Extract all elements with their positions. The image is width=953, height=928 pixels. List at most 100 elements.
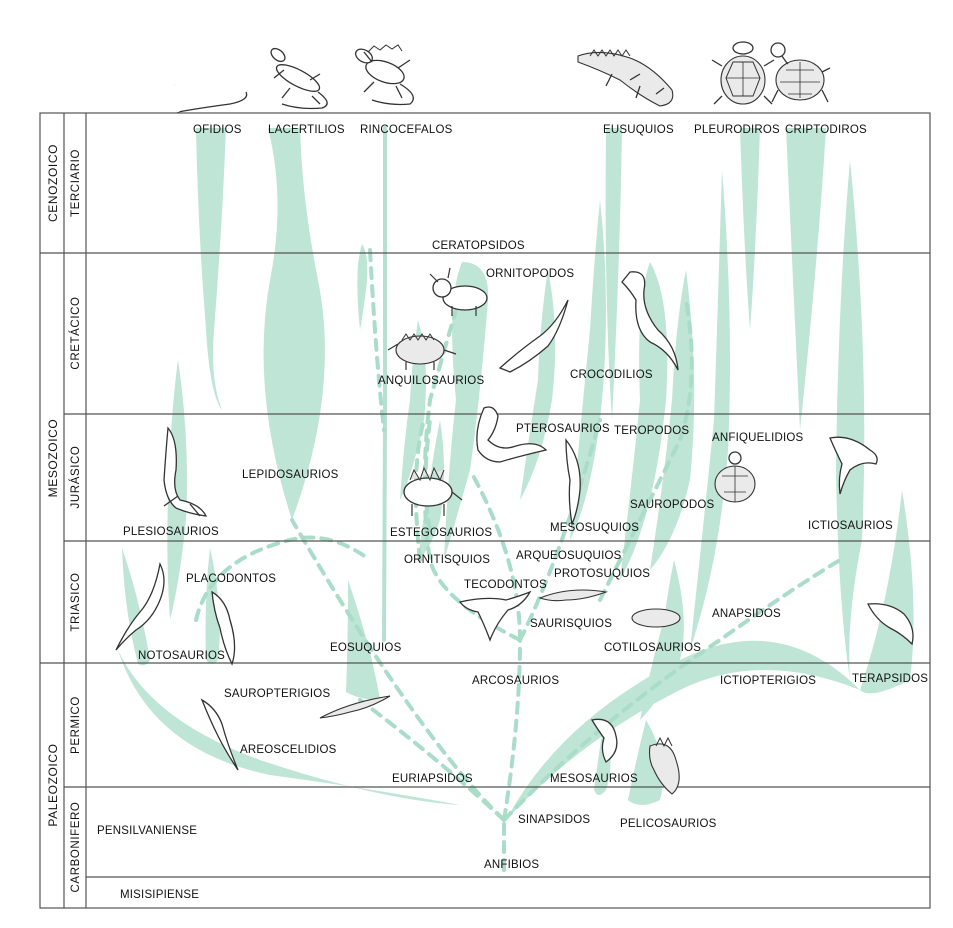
lineage-notosaurios xyxy=(122,548,150,666)
lineage-anfiquelidios xyxy=(690,170,730,650)
label-plesiosaurios: PLESIOSAURIOS xyxy=(123,526,219,538)
label-tecodontos: TECODONTOS xyxy=(464,579,547,591)
turtle-icon xyxy=(770,42,831,103)
label-pelicosaurios: PELICOSAURIOS xyxy=(620,818,717,830)
lineage-anquilosaurios xyxy=(400,320,426,500)
stegosaur-icon xyxy=(403,466,463,516)
eosuchian-icon xyxy=(319,695,391,719)
label-terapsidos: TERAPSIDOS xyxy=(852,673,928,685)
label-areoscelidios: AREOSCELIDIOS xyxy=(240,744,337,756)
label-eusuquios: EUSUQUIOS xyxy=(603,124,674,136)
dash-lepido xyxy=(290,518,506,822)
lineage-anapsidos xyxy=(506,640,860,820)
tuatara-icon xyxy=(354,44,414,106)
period-cretacico: CRETÁCICO xyxy=(69,296,82,369)
lineage-rincocefalos xyxy=(382,126,387,642)
dash-rinco xyxy=(368,248,386,432)
label-ictiosaurios: ICTIOSAURIOS xyxy=(808,520,893,532)
protosuquio-icon xyxy=(538,589,609,602)
label-notosaurios: NOTOSAURIOS xyxy=(138,650,225,662)
cotilosaur-icon xyxy=(631,608,681,628)
lineage-ornitisquios xyxy=(444,262,489,560)
side-necked-turtle-icon xyxy=(711,41,775,105)
ceratopsid-icon xyxy=(429,267,488,316)
subperiod-pensilvaniense: PENSILVANIENSE xyxy=(97,825,197,837)
ankylosaur-icon xyxy=(387,333,457,370)
fossil-illustrations xyxy=(115,267,914,795)
dash-saur xyxy=(598,298,694,602)
mesosaur-icon xyxy=(590,718,618,763)
label-sauropterigios: SAUROPTERIGIOS xyxy=(224,688,330,700)
label-euriapsidos: EURIAPSIDOS xyxy=(392,773,473,785)
lineage-eosuquios xyxy=(346,580,380,700)
label-rincocefalos: RINCOCEFALOS xyxy=(360,124,453,136)
period-permico: PERMICO xyxy=(70,696,82,754)
label-criptodiros: CRIPTODIROS xyxy=(785,124,867,136)
dash-croc xyxy=(518,418,602,642)
label-pterosaurios: PTEROSAURIOS xyxy=(516,423,610,435)
mesosuquio-icon xyxy=(565,438,581,527)
top-animal-illustrations xyxy=(171,41,831,113)
snake-icon xyxy=(171,53,248,113)
dash-eury xyxy=(194,535,372,622)
nothosaur-icon xyxy=(115,561,165,651)
lizard-icon xyxy=(270,47,328,110)
lineage-plesiosaurios xyxy=(167,360,187,620)
period-carbonifero: CARBONIFERO xyxy=(70,802,82,893)
label-teropodos: TEROPODOS xyxy=(614,425,689,437)
period-labels: TERCIARIO CRETÁCICO JURÁSICO TRIASICO PE… xyxy=(69,149,82,892)
label-cotilosaurios: COTILOSAURIOS xyxy=(604,642,701,654)
era-labels: CENOZOICO MESOZOICO PALEOZOICO xyxy=(46,144,60,827)
pterosaur-icon xyxy=(476,406,548,463)
label-arcosaurios: ARCOSAURIOS xyxy=(472,675,559,687)
label-lacertilios: LACERTILIOS xyxy=(268,124,345,136)
areoscelid-icon xyxy=(200,698,239,771)
lineage-eusuquios xyxy=(605,128,622,420)
lineage-pelicosaurios xyxy=(628,720,663,805)
label-saurisquios: SAURISQUIOS xyxy=(530,618,612,630)
label-mesosaurios: MESOSAURIOS xyxy=(550,773,638,785)
therapsid-icon xyxy=(866,603,914,646)
subperiod-labels: PENSILVANIENSE MISISIPIENSE xyxy=(97,825,199,901)
label-ofidios: OFIDIOS xyxy=(193,124,242,136)
lineage-rincocefalos-spindle xyxy=(357,244,368,330)
ancestry-lines xyxy=(194,248,842,872)
label-ceratopsidos: CERATOPSIDOS xyxy=(432,240,525,252)
label-anquilosaurios: ANQUILOSAURIOS xyxy=(378,375,484,387)
era-paleozoic: PALEOZOICO xyxy=(46,743,60,826)
lineage-ofidios xyxy=(196,128,226,410)
label-ornitisquios: ORNITISQUIOS xyxy=(404,554,490,566)
time-grid xyxy=(39,112,931,909)
label-sauropodos: SAUROPODOS xyxy=(630,499,715,511)
lineage-pterosaurios xyxy=(520,270,556,500)
dash-eosuq xyxy=(358,698,506,822)
label-ornitopodos: ORNITOPODOS xyxy=(486,268,574,280)
era-cenozoic: CENOZOICO xyxy=(46,144,60,222)
label-mesosuquios: MESOSUQUIOS xyxy=(550,522,639,534)
lineage-sauropodos xyxy=(650,270,695,570)
plesiosaur-icon xyxy=(163,426,208,517)
outer-frame xyxy=(39,112,931,909)
label-ictiopterigios: ICTIOPTERIGIOS xyxy=(720,675,816,687)
crocodile-icon xyxy=(577,49,674,107)
lineage-shapes xyxy=(118,126,914,820)
label-anfiquelidios: ANFIQUELIDIOS xyxy=(712,432,804,444)
lineage-lacertilios xyxy=(263,128,325,520)
label-anfibios: ANFIBIOS xyxy=(484,859,539,871)
ornithopod-icon xyxy=(498,299,569,373)
lineage-areoscelidios xyxy=(118,650,460,805)
ichthyosaur-icon xyxy=(829,436,878,495)
turtle-jurassic-icon xyxy=(714,451,756,503)
era-mesozoic: MESOZOICO xyxy=(46,419,60,498)
top-group-labels: OFIDIOS LACERTILIOS RINCOCEFALOS EUSUQUI… xyxy=(193,124,867,136)
lineage-placodontos xyxy=(205,548,220,664)
pelycosaur-icon xyxy=(648,736,680,795)
lineage-criptodiros xyxy=(786,128,826,430)
label-sinapsidos: SINAPSIDOS xyxy=(518,814,590,826)
tecodont-icon xyxy=(458,590,532,642)
lineage-crocodilios xyxy=(570,200,606,540)
period-triasico: TRIASICO xyxy=(70,572,82,631)
dash-arco xyxy=(468,468,523,822)
